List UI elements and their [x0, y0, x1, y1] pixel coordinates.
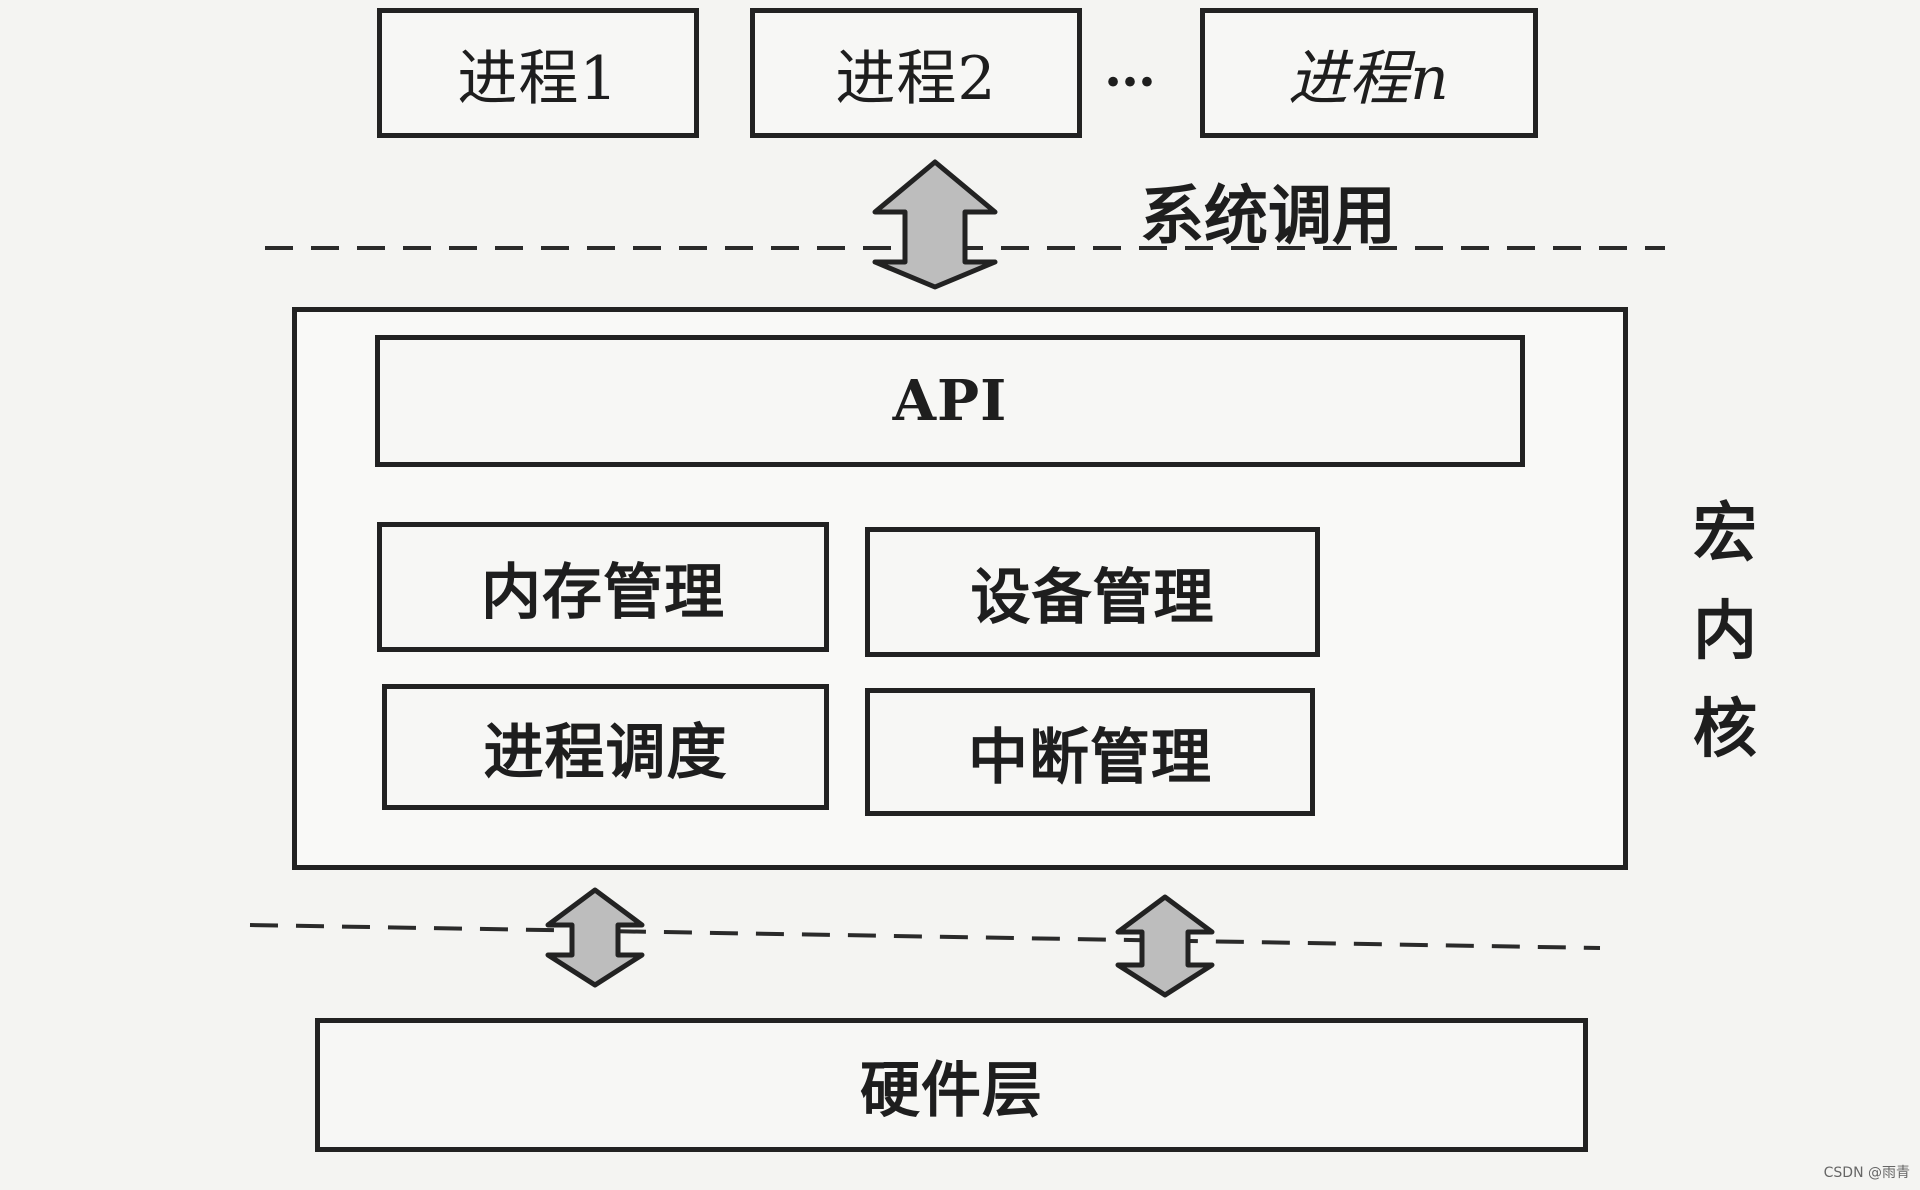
process-n-box: 进程n: [1200, 8, 1538, 138]
interrupt-management-box: 中断管理: [865, 688, 1315, 816]
hardware-layer-label: 硬件层: [860, 1055, 1043, 1126]
process-2-label: 进程2: [835, 43, 997, 114]
process-2-box: 进程2: [750, 8, 1082, 138]
process-1-box: 进程1: [377, 8, 699, 138]
process-n-label: 进程n: [1288, 43, 1450, 114]
interrupt-management-label: 中断管理: [968, 722, 1212, 793]
macro-kernel-label: 宏 内 核: [1680, 485, 1770, 779]
right-hardware-arrow: [1115, 894, 1215, 998]
macro-kernel-char-2: 内: [1693, 594, 1757, 669]
process-1-label: 进程1: [457, 43, 619, 114]
hardware-layer-box: 硬件层: [315, 1018, 1588, 1152]
system-call-label: 系统调用: [1140, 179, 1396, 254]
process-scheduling-box: 进程调度: [382, 684, 829, 810]
hardware-divider: [249, 923, 1601, 950]
process-ellipsis: …: [1104, 38, 1156, 99]
macro-kernel-char-1: 宏: [1693, 496, 1757, 571]
process-scheduling-label: 进程调度: [483, 717, 728, 788]
api-box: API: [375, 335, 1525, 467]
watermark: CSDN @雨青: [1823, 1165, 1910, 1181]
api-label: API: [892, 368, 1008, 434]
device-management-label: 设备管理: [970, 562, 1215, 633]
left-hardware-arrow: [545, 887, 645, 988]
device-management-box: 设备管理: [865, 527, 1320, 657]
memory-management-box: 内存管理: [377, 522, 829, 652]
macro-kernel-char-3: 核: [1693, 692, 1757, 767]
system-call-arrow: [872, 159, 998, 290]
memory-management-label: 内存管理: [481, 557, 725, 628]
